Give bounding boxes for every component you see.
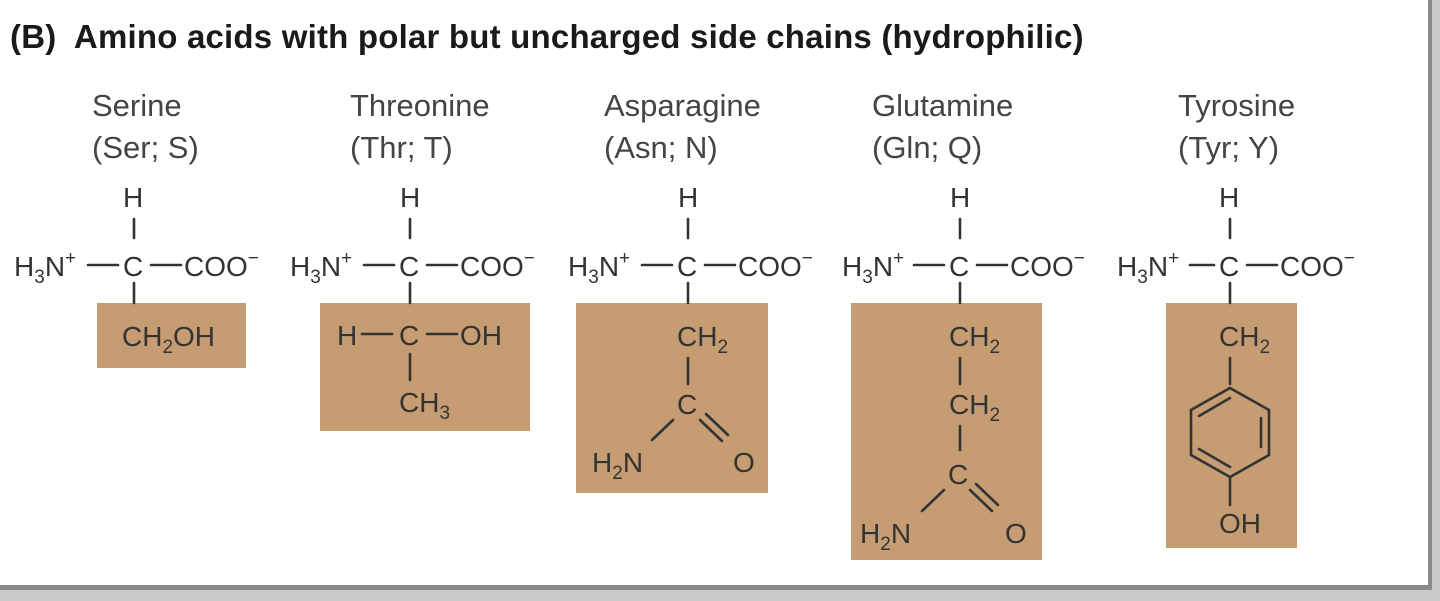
svg-text:H3N+: H3N+ xyxy=(568,248,630,288)
svg-text:O: O xyxy=(1005,518,1027,549)
glutamine-backbone: H H3N+ C COO− xyxy=(842,182,1085,305)
svg-text:COO−: COO− xyxy=(738,248,813,282)
svg-text:H: H xyxy=(123,182,143,213)
svg-text:H3N+: H3N+ xyxy=(842,248,904,288)
threonine-code: (Thr; T) xyxy=(350,130,453,165)
threonine-backbone: H H3N+ C COO− xyxy=(290,182,535,305)
svg-text:H: H xyxy=(950,182,970,213)
svg-text:C: C xyxy=(677,389,697,420)
svg-text:H3N+: H3N+ xyxy=(14,248,76,288)
svg-text:H: H xyxy=(400,182,420,213)
svg-text:O: O xyxy=(733,447,755,478)
threonine-side-chain-box xyxy=(320,303,530,431)
serine-side-chain-box xyxy=(97,303,246,368)
svg-text:OH: OH xyxy=(460,320,502,351)
svg-text:C: C xyxy=(948,459,968,490)
asparagine-backbone: H H3N+ C COO− xyxy=(568,182,813,305)
svg-text:H: H xyxy=(678,182,698,213)
svg-text:C: C xyxy=(677,251,697,282)
svg-text:COO−: COO− xyxy=(460,248,535,282)
svg-text:COO−: COO− xyxy=(184,248,259,282)
svg-text:H2N: H2N xyxy=(592,447,643,484)
svg-text:C: C xyxy=(949,251,969,282)
figure-panel: (B) Amino acids with polar but uncharged… xyxy=(0,0,1432,590)
svg-text:H: H xyxy=(337,320,357,351)
svg-text:H3N+: H3N+ xyxy=(290,248,352,288)
serine-backbone: H H3N+ C COO− xyxy=(14,182,259,305)
svg-text:OH: OH xyxy=(1219,508,1261,539)
tyrosine-side-chain: CH2 OH xyxy=(1189,321,1271,539)
svg-text:C: C xyxy=(123,251,143,282)
threonine-side-chain: H C OH CH3 xyxy=(337,320,502,424)
svg-text:H: H xyxy=(1219,182,1239,213)
svg-text:C: C xyxy=(1219,251,1239,282)
tyrosine-code: (Tyr; Y) xyxy=(1178,130,1279,165)
asparagine-code: (Asn; N) xyxy=(604,130,718,165)
svg-text:C: C xyxy=(399,251,419,282)
svg-text:C: C xyxy=(399,320,419,351)
svg-text:H2N: H2N xyxy=(860,518,911,555)
tyrosine-name: Tyrosine xyxy=(1178,88,1295,123)
svg-text:COO−: COO− xyxy=(1280,248,1355,282)
svg-text:COO−: COO− xyxy=(1010,248,1085,282)
serine-code: (Ser; S) xyxy=(92,130,199,165)
figure-title: (B) Amino acids with polar but uncharged… xyxy=(10,18,1084,55)
glutamine-code: (Gln; Q) xyxy=(872,130,982,165)
glutamine-name: Glutamine xyxy=(872,88,1013,123)
amino-acid-diagram: Serine (Ser; S) Threonine (Thr; T) Aspar… xyxy=(14,88,1355,560)
tyrosine-side-chain-box xyxy=(1166,303,1297,548)
glutamine-side-chain-box xyxy=(851,303,1042,560)
tyrosine-backbone: H H3N+ C COO− xyxy=(1117,182,1355,305)
asparagine-side-chain-box xyxy=(576,303,768,493)
svg-text:H3N+: H3N+ xyxy=(1117,248,1179,288)
threonine-name: Threonine xyxy=(350,88,490,123)
asparagine-name: Asparagine xyxy=(604,88,761,123)
serine-name: Serine xyxy=(92,88,182,123)
